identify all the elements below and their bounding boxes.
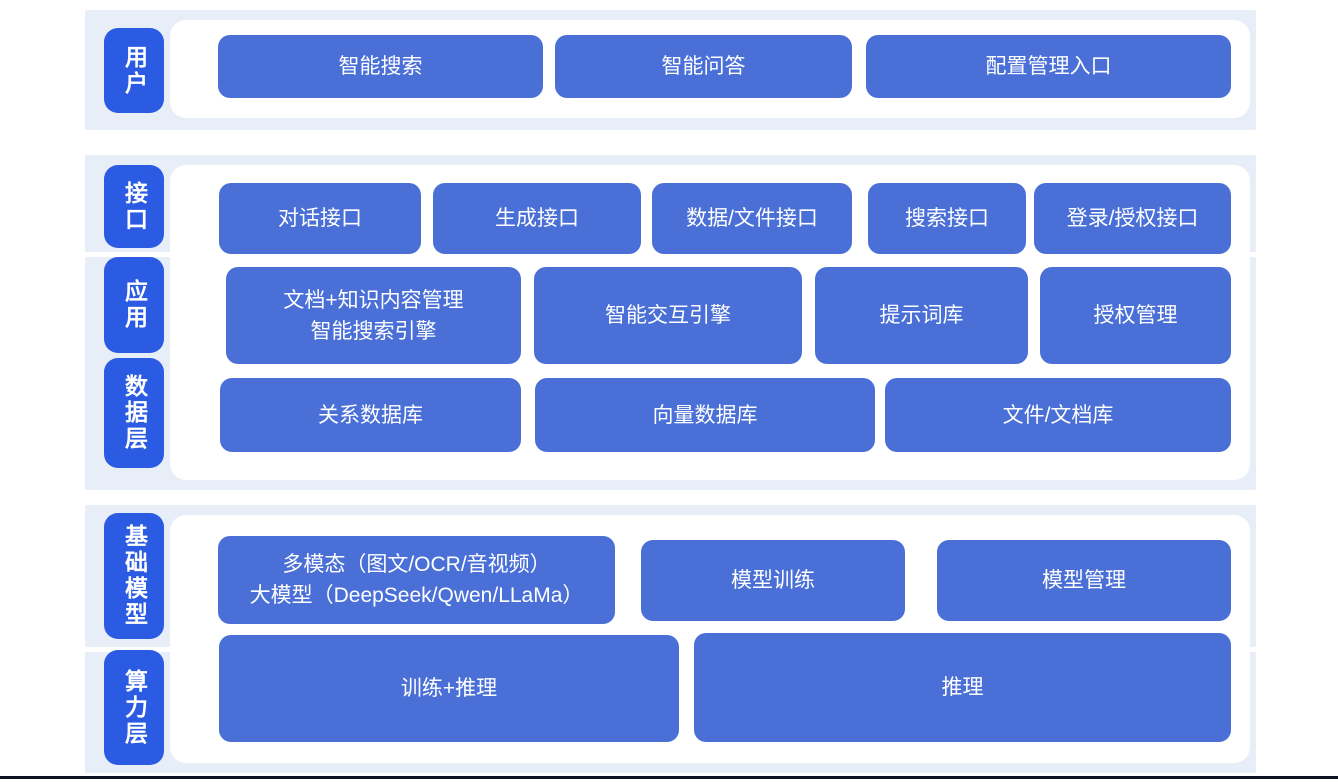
box-doc-knowledge-management-search-engine: 文档+知识内容管理 智能搜索引擎 <box>226 267 521 364</box>
box-config-management-entry: 配置管理入口 <box>866 35 1231 98</box>
box-relational-database: 关系数据库 <box>220 378 521 452</box>
layer-label-interface-text: 接口 <box>121 180 148 233</box>
box-login-auth-api: 登录/授权接口 <box>1034 183 1231 254</box>
layer-label-foundation-model-text: 基础模型 <box>121 524 148 628</box>
box-vector-database: 向量数据库 <box>535 378 875 452</box>
box-file-document-store: 文件/文档库 <box>885 378 1231 452</box>
layer-label-application: 应用 <box>104 257 164 353</box>
box-intelligent-interaction-engine: 智能交互引擎 <box>534 267 802 364</box>
layer-label-compute-text: 算力层 <box>121 668 148 747</box>
box-training-plus-inference: 训练+推理 <box>219 635 679 742</box>
box-data-file-api: 数据/文件接口 <box>652 183 852 254</box>
box-authorization-management: 授权管理 <box>1040 267 1231 364</box>
layer-label-data-text: 数据层 <box>121 374 148 452</box>
box-intelligent-search: 智能搜索 <box>218 35 543 98</box>
layer-label-data: 数据层 <box>104 358 164 468</box>
box-search-api: 搜索接口 <box>868 183 1026 254</box>
layer-label-user: 用户 <box>104 28 164 113</box>
box-dialog-api: 对话接口 <box>219 183 421 254</box>
layer-label-user-text: 用户 <box>121 44 148 97</box>
layer-label-foundation-model: 基础模型 <box>104 513 164 639</box>
bottom-divider-rule <box>0 776 1338 779</box>
layer-label-interface: 接口 <box>104 165 164 248</box>
box-model-management: 模型管理 <box>937 540 1231 621</box>
box-intelligent-qa: 智能问答 <box>555 35 852 98</box>
box-inference: 推理 <box>694 633 1231 742</box>
box-prompt-library: 提示词库 <box>815 267 1028 364</box>
layer-label-application-text: 应用 <box>121 279 148 331</box>
box-model-training: 模型训练 <box>641 540 905 621</box>
box-generation-api: 生成接口 <box>433 183 641 254</box>
box-multimodal-large-model: 多模态（图文/OCR/音视频） 大模型（DeepSeek/Qwen/LLaMa） <box>218 536 615 624</box>
layer-label-compute: 算力层 <box>104 650 164 765</box>
